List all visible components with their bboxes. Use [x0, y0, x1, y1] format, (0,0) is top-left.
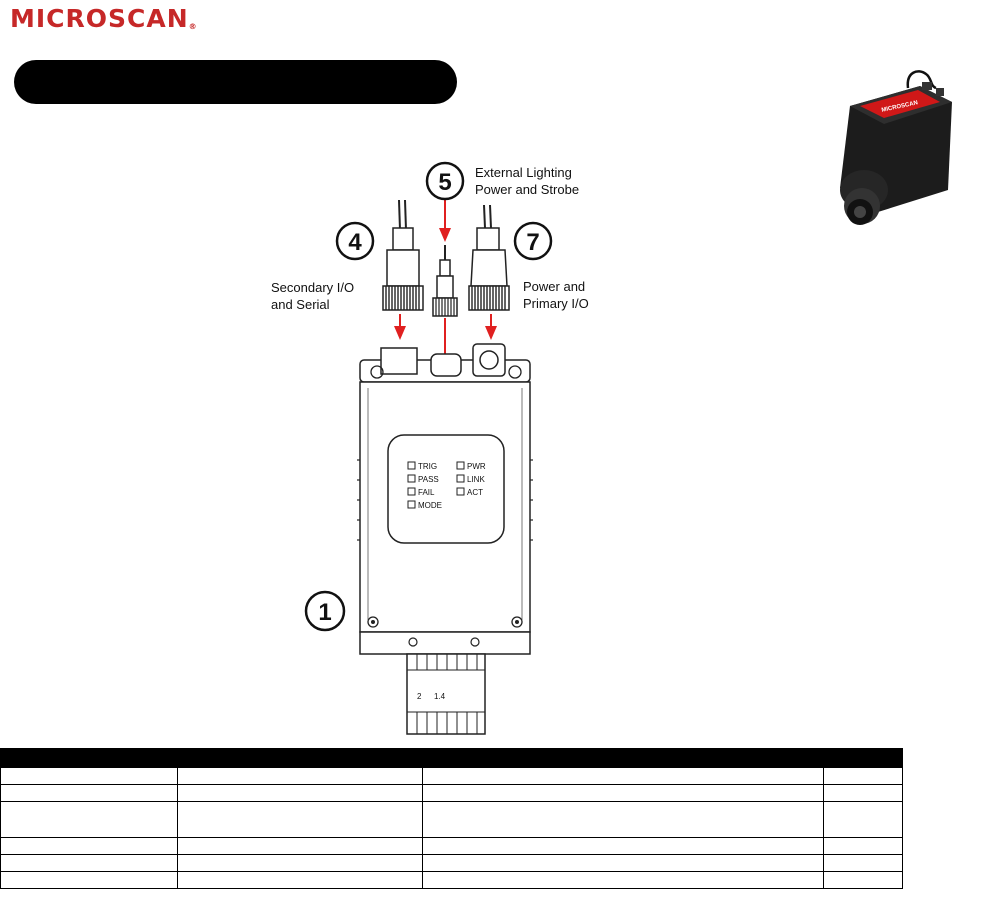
led-label-mode: MODE — [418, 501, 442, 510]
specifications-table — [0, 748, 903, 889]
led-label-link: LINK — [467, 475, 485, 484]
label-secondary-io-line1: Secondary I/O — [271, 280, 354, 295]
led-panel — [387, 434, 505, 544]
mount-marking-14: 1.4 — [434, 692, 446, 701]
label-power-primary-line2: Primary I/O — [523, 296, 589, 311]
connector-secondary-io — [382, 227, 424, 311]
logo-text: MICROSCAN — [10, 4, 189, 33]
mounting-bracket — [406, 653, 486, 735]
product-photo: MICROSCAN — [840, 70, 952, 225]
table-row — [0, 854, 903, 872]
callout-7: 7 — [513, 221, 553, 261]
led-label-trig: TRIG — [418, 462, 437, 471]
registered-mark: ® — [188, 22, 197, 31]
callout-4: 4 — [335, 221, 375, 261]
led-label-pwr: PWR — [467, 462, 486, 471]
table-row — [0, 767, 903, 785]
table-row — [0, 784, 903, 802]
connector-power-primary-io — [468, 227, 510, 311]
table-row — [0, 871, 903, 889]
microscan-logo: MICROSCAN® — [10, 4, 197, 33]
led-label-fail: FAIL — [418, 488, 435, 497]
label-external-lighting-line1: External Lighting — [475, 165, 572, 180]
svg-text:1: 1 — [318, 599, 331, 626]
table-row — [0, 801, 903, 838]
connector-external-lighting — [432, 259, 458, 317]
svg-text:7: 7 — [526, 229, 539, 256]
callout-1: 1 — [304, 590, 346, 632]
label-external-lighting-line2: Power and Strobe — [475, 182, 579, 197]
label-power-primary-line1: Power and — [523, 279, 585, 294]
section-header-bar — [14, 60, 457, 104]
table-row — [0, 837, 903, 855]
device-body: TRIG PWR PASS LINK FAIL ACT MODE 2 1.4 — [357, 343, 533, 735]
led-label-pass: PASS — [418, 475, 439, 484]
led-label-act: ACT — [467, 488, 483, 497]
connector-diagram: TRIG PWR PASS LINK FAIL ACT MODE 2 1.4 — [271, 161, 589, 735]
label-secondary-io-line2: and Serial — [271, 297, 330, 312]
svg-text:4: 4 — [348, 229, 362, 256]
svg-text:5: 5 — [438, 169, 451, 196]
callout-5: 5 — [425, 161, 465, 201]
mount-marking-2: 2 — [417, 692, 422, 701]
table-header-row — [0, 748, 903, 768]
